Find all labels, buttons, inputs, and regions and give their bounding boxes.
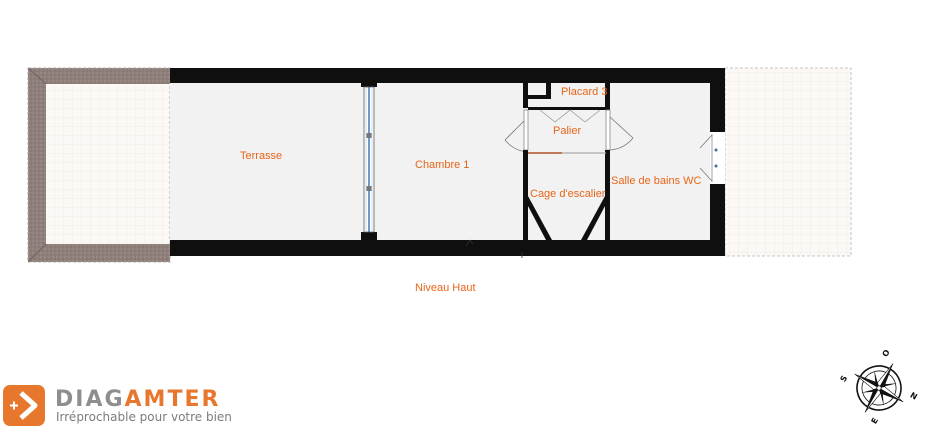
stair-walls	[523, 150, 610, 245]
compass-east-label: E	[870, 416, 881, 425]
room-label-salle-bains: Salle de bains WC	[611, 175, 702, 187]
brand-name: DIAGAMTER	[55, 387, 220, 412]
diagamter-logo	[3, 385, 45, 426]
compass-rose-icon: O N E S	[839, 350, 919, 426]
room-label-placard: Placard 3	[561, 86, 608, 98]
brand-tagline: Irréprochable pour votre bien	[56, 410, 232, 424]
level-label: Niveau Haut	[415, 282, 476, 294]
floor-marks	[465, 239, 523, 258]
placard-walls	[523, 74, 610, 110]
bathroom-door	[699, 132, 725, 184]
exterior-walls	[170, 68, 725, 256]
room-label-palier: Palier	[553, 125, 582, 137]
compass-west-label: O	[881, 350, 892, 359]
room-label-chambre: Chambre 1	[415, 159, 470, 171]
room-label-cage: Cage d'escalier	[530, 188, 606, 200]
left-terrace-edge	[27, 67, 171, 263]
brand-name-part1: DIAG	[55, 387, 125, 412]
compass-north-label: N	[909, 391, 919, 402]
room-label-terrasse: Terrasse	[240, 150, 283, 162]
glass-partition	[361, 76, 377, 243]
compass-south-label: S	[839, 374, 850, 384]
logo-mark-icon	[3, 385, 45, 426]
floor-area	[170, 82, 710, 241]
brand-name-part2: AMTER	[124, 387, 221, 412]
right-tiled-area	[724, 67, 852, 257]
